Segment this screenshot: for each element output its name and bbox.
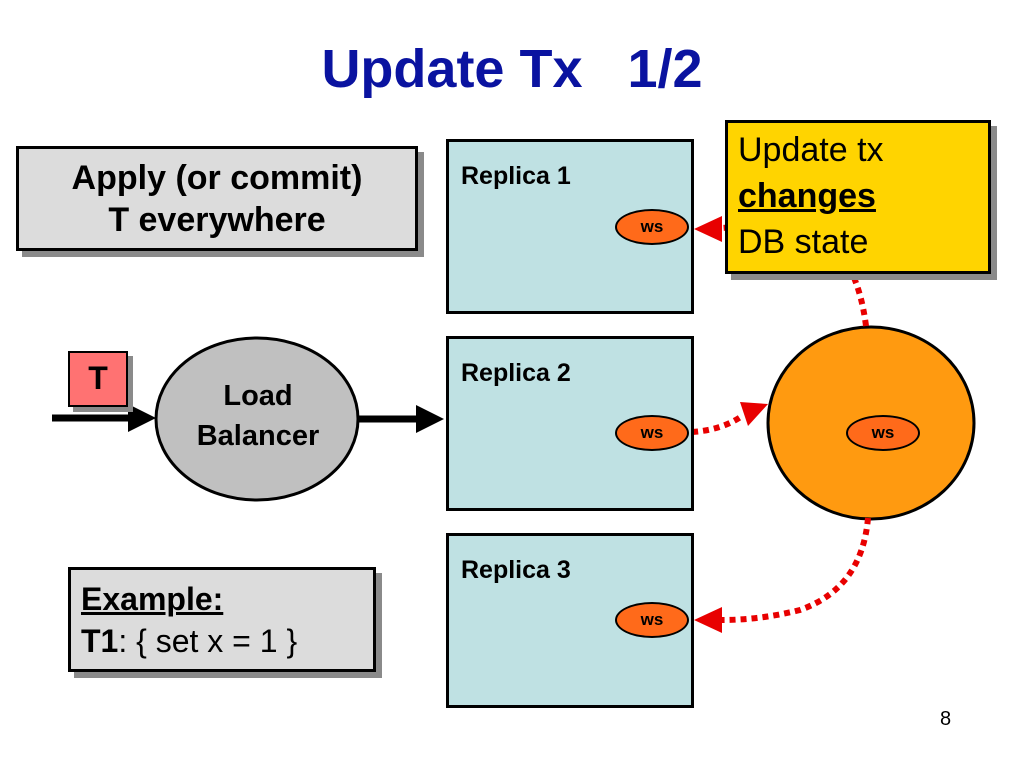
replica-3-label: Replica 3 [461, 556, 571, 584]
dotted-arrow-ws2-to-center [691, 413, 744, 435]
example-box: Example: T1: { set x = 1 } [68, 567, 376, 672]
page-number: 8 [940, 708, 952, 730]
dotted-arrowhead-ws3 [694, 607, 722, 633]
slide-title: Update Tx 1/2 [321, 39, 703, 99]
ws-badge-replica-3: ws [615, 602, 689, 638]
dotted-arrowhead-ws1 [694, 216, 722, 242]
update-note-line1: Update tx [738, 131, 884, 169]
example-tx-name: T1 [81, 623, 119, 659]
example-heading: Example: [81, 581, 224, 617]
apply-note-line1: Apply (or commit) [71, 159, 363, 197]
replica-3-box: Replica 3 [446, 533, 694, 708]
load-balancer-line2: Balancer [196, 420, 320, 452]
replica-2-box: Replica 2 [446, 336, 694, 511]
update-note-line2: changes [738, 177, 876, 215]
ws-badge-replica-2: ws [615, 415, 689, 451]
transaction-box: T [68, 351, 128, 407]
example-tx-body: : { set x = 1 } [118, 623, 298, 659]
load-balancer-line1: Load [223, 380, 293, 412]
apply-note-line2: T everywhere [108, 201, 326, 239]
ws-badge-center: ws [846, 415, 920, 451]
example-line: T1: { set x = 1 } [81, 620, 373, 662]
ws-badge-replica-1: ws [615, 209, 689, 245]
replica-1-label: Replica 1 [461, 162, 571, 190]
update-note-line3: DB state [738, 223, 869, 261]
apply-note-box: Apply (or commit) T everywhere [16, 146, 418, 251]
dotted-arrow-center-to-ws3 [721, 517, 871, 623]
update-note-box: Update tx changes DB state [725, 120, 991, 274]
load-balancer-label: Load Balancer [158, 376, 358, 456]
incoming-arrowhead [128, 404, 156, 432]
lb-to-replica-arrowhead [416, 405, 444, 433]
dotted-arrowhead-center [740, 402, 768, 426]
replica-2-label: Replica 2 [461, 359, 571, 387]
